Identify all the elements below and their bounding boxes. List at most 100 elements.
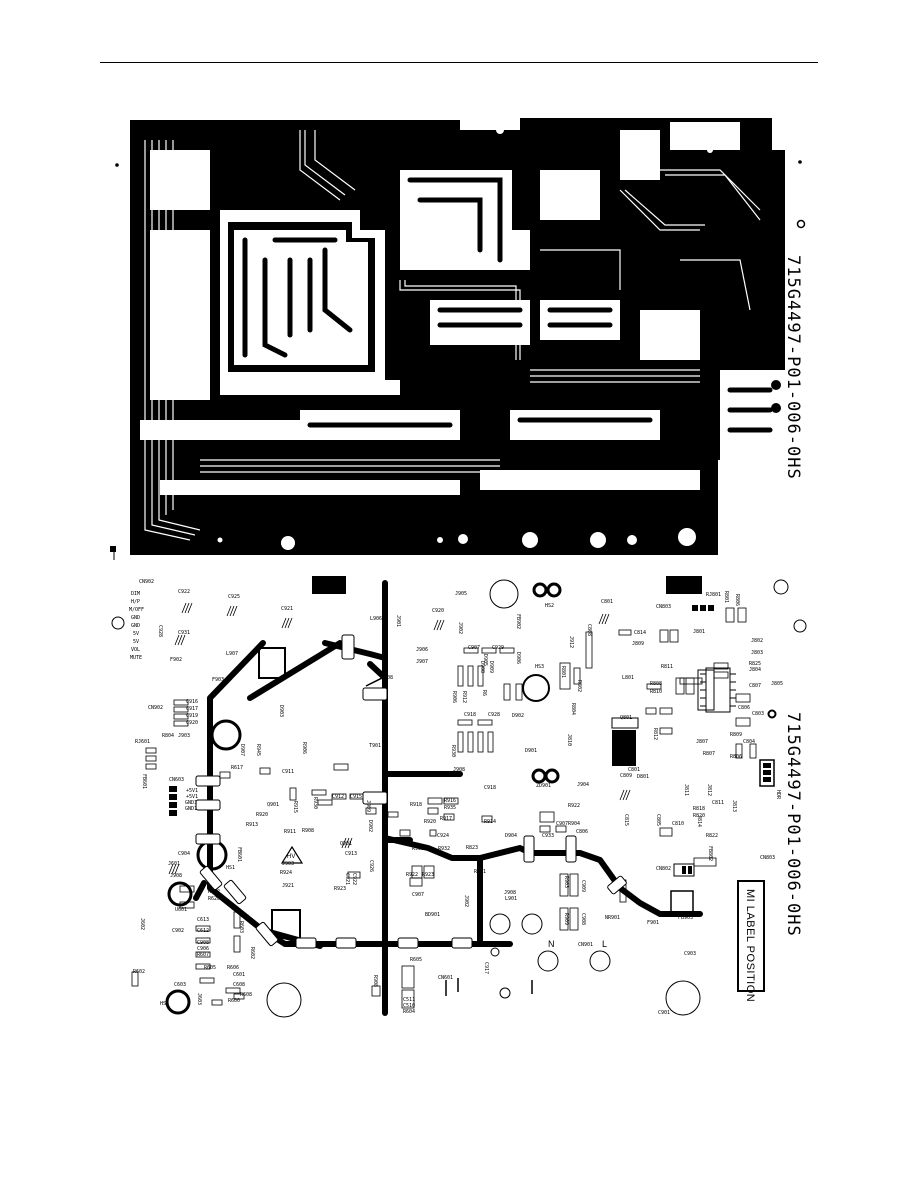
component-label: C933	[542, 833, 555, 839]
component-label: HS5	[160, 1001, 170, 1007]
component-label: M/OFF	[129, 607, 145, 613]
component-label: C908	[381, 675, 394, 681]
component-label: C919	[186, 713, 199, 719]
high-voltage-warning-icon: HV	[280, 845, 304, 864]
component-label: BD901	[425, 912, 441, 918]
component-label: R914	[484, 819, 497, 825]
component-label: C601	[233, 972, 246, 978]
component-label: GND	[131, 615, 141, 621]
component-label: Q901	[267, 802, 280, 808]
component-label: R605	[410, 957, 423, 963]
component-label: R602	[249, 947, 255, 960]
component-label: C918	[484, 785, 497, 791]
component-label: CN901	[578, 942, 594, 948]
component-label: R922	[568, 803, 581, 809]
component-label: C806	[738, 705, 751, 711]
component-label: R906	[451, 691, 457, 704]
component-label: C926	[368, 860, 374, 873]
component-label: R825	[749, 661, 762, 667]
component-label: R920	[256, 812, 269, 818]
component-label: D907	[239, 744, 245, 757]
component-label: C608	[233, 982, 246, 988]
component-label: R918	[410, 802, 423, 808]
component-label: J804	[749, 667, 762, 673]
component-label: R605	[204, 965, 217, 971]
component-label: J908	[453, 767, 466, 773]
component-label: R606	[227, 965, 240, 971]
component-label: R924	[280, 870, 293, 876]
component-label: C814	[634, 630, 647, 636]
component-label: J810	[566, 734, 572, 747]
component-label: J805	[771, 681, 784, 687]
component-label: J907	[416, 659, 429, 665]
component-label: C907	[468, 645, 481, 651]
component-label: D801	[637, 774, 650, 780]
component-label: 5V	[133, 639, 140, 645]
component-label: R801	[560, 666, 566, 679]
component-label: R620	[208, 896, 221, 902]
component-label: R823	[466, 845, 479, 851]
component-label: R807	[703, 751, 716, 757]
component-label: C912	[332, 794, 345, 800]
component-label: R908	[302, 828, 315, 834]
component-label: R811	[661, 664, 674, 670]
component-label: FB903	[678, 915, 694, 921]
component-label: C808	[586, 624, 592, 637]
component-label: J602	[139, 918, 145, 931]
high-voltage-text: HV	[287, 854, 296, 860]
component-label: C810	[672, 821, 685, 827]
component-label: C902	[172, 928, 185, 934]
component-label: C908	[580, 913, 586, 926]
header-rule	[100, 62, 818, 63]
component-label: R806	[734, 594, 740, 607]
component-label: FB601	[236, 847, 242, 863]
component-label: VOL	[131, 647, 141, 653]
component-label: R806	[730, 754, 743, 760]
component-label: L907	[226, 651, 239, 657]
component-label: R923	[334, 886, 347, 892]
component-label: HDR	[775, 790, 781, 800]
component-label: C906	[197, 946, 210, 952]
component-label: R604	[403, 1009, 416, 1015]
component-label: C915	[350, 794, 363, 800]
component-label: Q901	[340, 841, 353, 847]
component-label: D901	[525, 748, 538, 754]
component-label: C929	[492, 645, 505, 651]
component-label: J912	[568, 636, 574, 649]
component-label: R607	[197, 952, 210, 958]
component-label: J603	[196, 993, 202, 1006]
component-label: R617	[231, 765, 244, 771]
component-label: R612	[208, 889, 221, 895]
component-label: D903	[278, 705, 284, 718]
component-label: R801	[723, 591, 729, 604]
component-label: J813	[731, 800, 737, 813]
component-label: C805	[655, 814, 661, 827]
component-label: C603	[174, 982, 187, 988]
component-label: J906	[416, 647, 429, 653]
component-label: C920	[432, 608, 445, 614]
component-label: GND1	[185, 806, 198, 812]
component-label: R912	[461, 691, 467, 704]
component-label: L801	[622, 675, 635, 681]
component-label: J811	[683, 784, 689, 797]
component-label: R917	[440, 816, 453, 822]
component-label: C811	[712, 800, 725, 806]
component-label: GND	[131, 623, 141, 629]
component-label: C921	[281, 606, 294, 612]
component-label: J902	[463, 895, 469, 908]
component-label: R932	[438, 846, 451, 852]
component-label: F901	[647, 920, 660, 926]
component-label: FB802	[707, 846, 713, 862]
component-label: CN802	[656, 866, 672, 872]
component-label: Q801	[620, 715, 633, 721]
component-label: J802	[751, 638, 764, 644]
component-label: C922	[178, 589, 191, 595]
component-label: R930	[312, 797, 318, 810]
component-label: D909	[488, 661, 494, 674]
component-label: +5V1	[186, 788, 199, 794]
component-label: CN902	[148, 705, 164, 711]
component-label: D908	[479, 661, 485, 674]
component-label: C807	[749, 683, 762, 689]
silkscreen-board-number: 715G4497-P01-006-0HS	[783, 712, 803, 937]
component-label: R812	[652, 728, 658, 741]
